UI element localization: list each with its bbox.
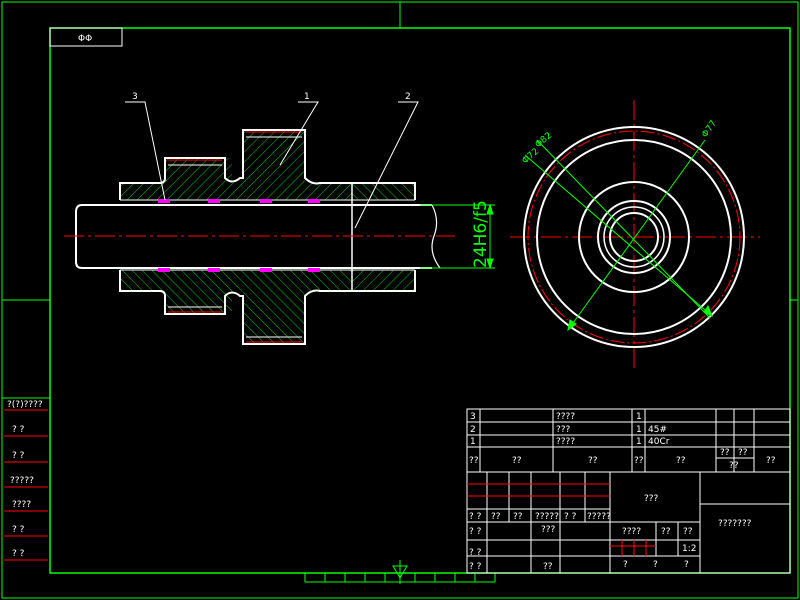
left-label-3: ????? bbox=[10, 476, 34, 486]
corner-tag: ΦΦ bbox=[49, 27, 123, 47]
left-label-2: ? ? bbox=[12, 451, 25, 461]
outer-circle bbox=[523, 126, 745, 348]
parts-row-2-name: ???? bbox=[556, 437, 575, 447]
side-end-view: Φ82 Φ72 Φ77 bbox=[510, 100, 760, 368]
row-a-label-4: ? ? bbox=[564, 512, 577, 522]
parts-header-material: ?? bbox=[676, 456, 686, 466]
pitch-circle bbox=[527, 130, 741, 344]
hatched-hub bbox=[120, 130, 415, 344]
bore-circle-inner bbox=[609, 212, 659, 262]
company-name: ??????? bbox=[718, 519, 752, 529]
parts-header-weight-group: ?? bbox=[729, 461, 739, 471]
row-a-label-3: ????? bbox=[535, 512, 559, 522]
parts-row-0-no: 3 bbox=[470, 412, 476, 422]
parts-header-name: ?? bbox=[588, 456, 598, 466]
corner-tag-text: ΦΦ bbox=[78, 34, 92, 44]
parts-header-note: ?? bbox=[766, 456, 776, 466]
row-c-label-1: ? ? bbox=[469, 562, 482, 572]
callout-1: 1 bbox=[304, 92, 310, 102]
scale-value: 1:2 bbox=[682, 544, 696, 554]
left-label-6: ? ? bbox=[12, 549, 25, 559]
row-c-label-0: ? ? bbox=[469, 548, 482, 558]
stage-label: ???? bbox=[622, 527, 641, 537]
parts-header-qty: ?? bbox=[634, 456, 644, 466]
parts-row-2-material: 40Cr bbox=[648, 437, 670, 447]
row-a-label-0: ? ? bbox=[469, 512, 482, 522]
callout-3: 3 bbox=[132, 92, 138, 102]
parts-row-1-material: 45# bbox=[648, 425, 667, 435]
row-a-label-5: ????? bbox=[587, 512, 611, 522]
front-section-view: 24H6/f5 3 1 2 bbox=[64, 92, 495, 345]
row-a-label-1: ?? bbox=[491, 512, 501, 522]
hub-circle bbox=[578, 181, 690, 293]
row-b-label-1: ??? bbox=[541, 525, 556, 535]
contact-highlights bbox=[158, 199, 320, 272]
diameter-leaders bbox=[524, 139, 713, 332]
projection-symbol bbox=[392, 560, 408, 584]
parts-row-0-qty: 1 bbox=[636, 412, 642, 422]
callout-2: 2 bbox=[405, 92, 411, 102]
callout-leaders bbox=[125, 101, 419, 229]
sheet-label-2: ? bbox=[684, 560, 689, 570]
title-block: ??? ??????? ? ? ?? ?? ????? ? ? ????? ? … bbox=[466, 471, 791, 574]
left-label-0: ?(?)???? bbox=[7, 400, 43, 410]
parts-row-1-qty: 1 bbox=[636, 425, 642, 435]
parts-row-1-name: ??? bbox=[556, 425, 571, 435]
bore-circle-outer bbox=[597, 200, 671, 274]
parts-header-no: ?? bbox=[469, 456, 479, 466]
parts-row-2-no: 1 bbox=[470, 437, 476, 447]
parts-header-weight-total: ?? bbox=[738, 448, 748, 458]
root-circle bbox=[536, 139, 732, 335]
left-label-5: ? ? bbox=[12, 525, 25, 535]
row-c-label-2: ?? bbox=[543, 562, 553, 572]
bore-circle-mid bbox=[603, 206, 665, 268]
bottom-ruler bbox=[304, 560, 496, 584]
scale-label: ?? bbox=[683, 527, 693, 537]
left-label-strip: ?(?)???? ? ? ? ? ????? ???? ? ? ? ? bbox=[4, 400, 48, 561]
row-b-label-0: ? ? bbox=[469, 527, 482, 537]
parts-header-weight-single: ?? bbox=[720, 448, 730, 458]
tooth-edge-lines bbox=[168, 131, 302, 343]
diameter-label-2: Φ77 bbox=[700, 119, 719, 140]
left-label-4: ???? bbox=[12, 500, 31, 510]
parts-row-0-name: ???? bbox=[556, 412, 575, 422]
weight-label: ?? bbox=[661, 527, 671, 537]
parts-row-1-no: 2 bbox=[470, 425, 476, 435]
dimension-24 bbox=[420, 203, 495, 270]
parts-row-2-qty: 1 bbox=[636, 437, 642, 447]
sheet-label-0: ? bbox=[623, 560, 628, 570]
drawing-title: ??? bbox=[644, 494, 659, 504]
row-a-label-2: ?? bbox=[513, 512, 523, 522]
sheet-label-1: ? bbox=[653, 560, 658, 570]
parts-list-table: 3 ???? 1 2 ??? 1 45# 1 ???? 1 40Cr ?? ??… bbox=[466, 408, 791, 473]
parts-header-code: ?? bbox=[512, 456, 522, 466]
inner-border bbox=[49, 27, 791, 574]
diameter-label-1: Φ72 bbox=[521, 147, 542, 167]
dimension-label: 24H6/f5 bbox=[471, 200, 491, 268]
left-label-1: ? ? bbox=[12, 425, 25, 435]
